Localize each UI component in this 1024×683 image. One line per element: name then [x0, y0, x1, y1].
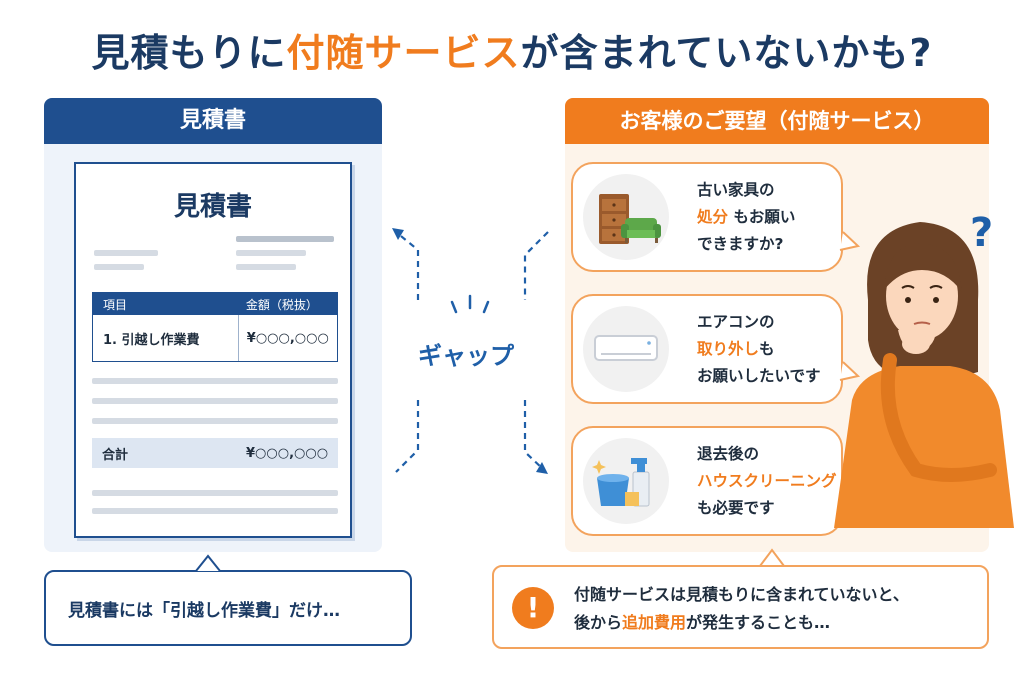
bubble-line: エアコンの — [697, 312, 775, 331]
spark-icon — [450, 294, 490, 314]
highlight-text: ハウスクリーニング — [697, 471, 837, 490]
callout-tail — [195, 554, 221, 572]
question-mark-icon: ? — [970, 210, 994, 256]
estimate-document: 見積書 項目 金額（税抜） 1. 引越し作業費 ¥○○○,○○○ 合計 ¥○○○… — [74, 162, 352, 538]
bubble-text: エアコンの 取り外しも お願いしたいです — [697, 296, 821, 402]
warning-text-post: が発生することも… — [686, 613, 831, 632]
bubble-line-rest: もお願い — [733, 207, 796, 226]
page-title: 見積もりに付随サービスが含まれていないかも? — [0, 22, 1024, 77]
warning-line: 付随サービスは見積もりに含まれていないと、 — [574, 585, 909, 604]
warning-text-pre: 後から — [574, 613, 623, 632]
highlight-text: 取り外し — [697, 339, 760, 358]
estimate-panel-header: 見積書 — [44, 98, 382, 144]
title-text-2: が含まれていないかも? — [520, 31, 933, 75]
speech-bubble-cleaning: 退去後の ハウスクリーニング も必要です — [571, 426, 843, 536]
customer-requests-header: お客様のご要望（付随サービス） — [565, 98, 989, 144]
bubble-line: お願いしたいです — [697, 366, 821, 385]
bubble-tail — [839, 231, 861, 251]
woman-illustration — [834, 222, 1014, 528]
placeholder-line — [94, 250, 158, 256]
bubble-line: も必要です — [697, 498, 775, 517]
placeholder-line — [92, 418, 338, 424]
placeholder-line — [236, 264, 296, 270]
estimate-callout: 見積書には「引越し作業費」だけ… — [44, 570, 412, 646]
placeholder-line — [94, 264, 144, 270]
table-header: 項目 金額（税抜） — [93, 293, 337, 315]
bubble-line-rest: も — [759, 339, 775, 358]
placeholder-line — [92, 508, 338, 514]
table-row: 1. 引越し作業費 ¥○○○,○○○ — [93, 315, 337, 361]
bubble-line: できますか? — [697, 234, 784, 253]
row-amount: ¥○○○,○○○ — [237, 315, 337, 361]
bubble-line: 古い家具の — [697, 180, 775, 199]
column-header-item: 項目 — [103, 297, 128, 312]
placeholder-line — [92, 490, 338, 496]
warning-callout: ! 付随サービスは見積もりに含まれていないと、 後から追加費用が発生することも… — [492, 565, 989, 649]
bubble-line: 処分 もお願い — [697, 204, 795, 231]
title-text-1: 見積もりに — [91, 31, 287, 75]
highlight-text: 処分 — [697, 207, 729, 226]
bubble-line: 退去後の — [697, 444, 760, 463]
warning-text: 付随サービスは見積もりに含まれていないと、 後から追加費用が発生することも… — [574, 581, 909, 637]
title-highlight: 付随サービス — [286, 31, 521, 75]
callout-tail — [759, 548, 785, 567]
gap-arrow-right — [523, 231, 549, 471]
document-title: 見積書 — [173, 192, 252, 222]
arrowhead-right-icon — [536, 462, 548, 474]
arrowhead-left-icon — [392, 228, 404, 240]
warning-line: 後から追加費用が発生することも… — [574, 609, 909, 637]
speech-bubble-furniture: 古い家具の 処分 もお願い できますか? — [571, 162, 843, 272]
column-header-amount: 金額（税抜） — [245, 297, 318, 312]
speech-bubble-aircon: エアコンの 取り外しも お願いしたいです — [571, 294, 843, 404]
estimate-table: 項目 金額（税抜） 1. 引越し作業費 ¥○○○,○○○ — [92, 292, 338, 362]
placeholder-line — [236, 250, 306, 256]
bubble-text: 古い家具の 処分 もお願い できますか? — [697, 164, 795, 270]
gap-arrow-left — [395, 231, 420, 473]
cleaning-supplies-icon — [583, 438, 669, 524]
placeholder-line — [92, 398, 338, 404]
bubble-line: 取り外しも — [697, 336, 821, 363]
warning-icon: ! — [512, 587, 554, 629]
bubble-tail — [839, 361, 861, 381]
air-conditioner-icon — [583, 306, 669, 392]
total-amount: ¥○○○,○○○ — [246, 445, 329, 461]
placeholder-line — [236, 236, 334, 242]
total-row: 合計 ¥○○○,○○○ — [92, 438, 338, 468]
row-item: 1. 引越し作業費 — [103, 332, 200, 348]
bubble-text: 退去後の ハウスクリーニング も必要です — [697, 428, 837, 534]
estimate-panel: 見積書 見積書 項目 金額（税抜） 1. 引越し作業費 ¥○○○,○○○ 合計 … — [44, 98, 382, 552]
gap-label: ギャップ — [418, 342, 514, 370]
total-label: 合計 — [102, 447, 129, 463]
placeholder-line — [92, 378, 338, 384]
furniture-icon — [583, 174, 669, 260]
highlight-text: 追加費用 — [622, 613, 687, 632]
